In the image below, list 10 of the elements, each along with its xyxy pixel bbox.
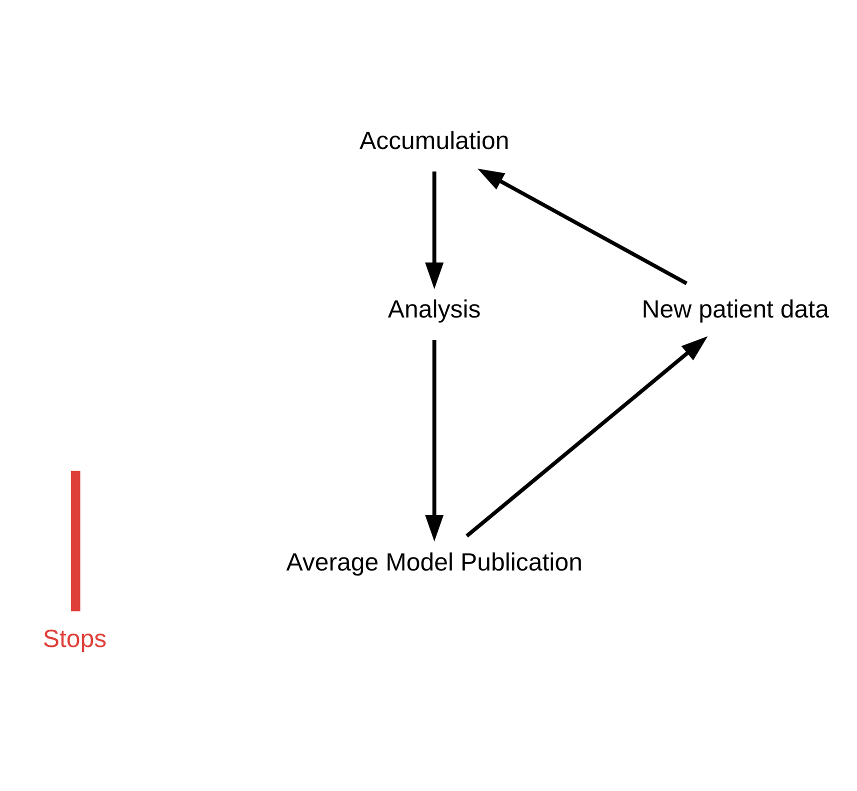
node-text: Average Model Publication [286, 548, 582, 576]
arrow [425, 170, 444, 289]
arrow [425, 340, 444, 542]
node-text: Accumulation [360, 126, 510, 155]
node-text: New patient data [642, 295, 829, 324]
node-bar [70, 470, 80, 611]
node-text: Analysis [388, 295, 481, 324]
arrow [466, 336, 708, 537]
arrow [478, 168, 688, 285]
node-label: Stops [42, 624, 107, 652]
